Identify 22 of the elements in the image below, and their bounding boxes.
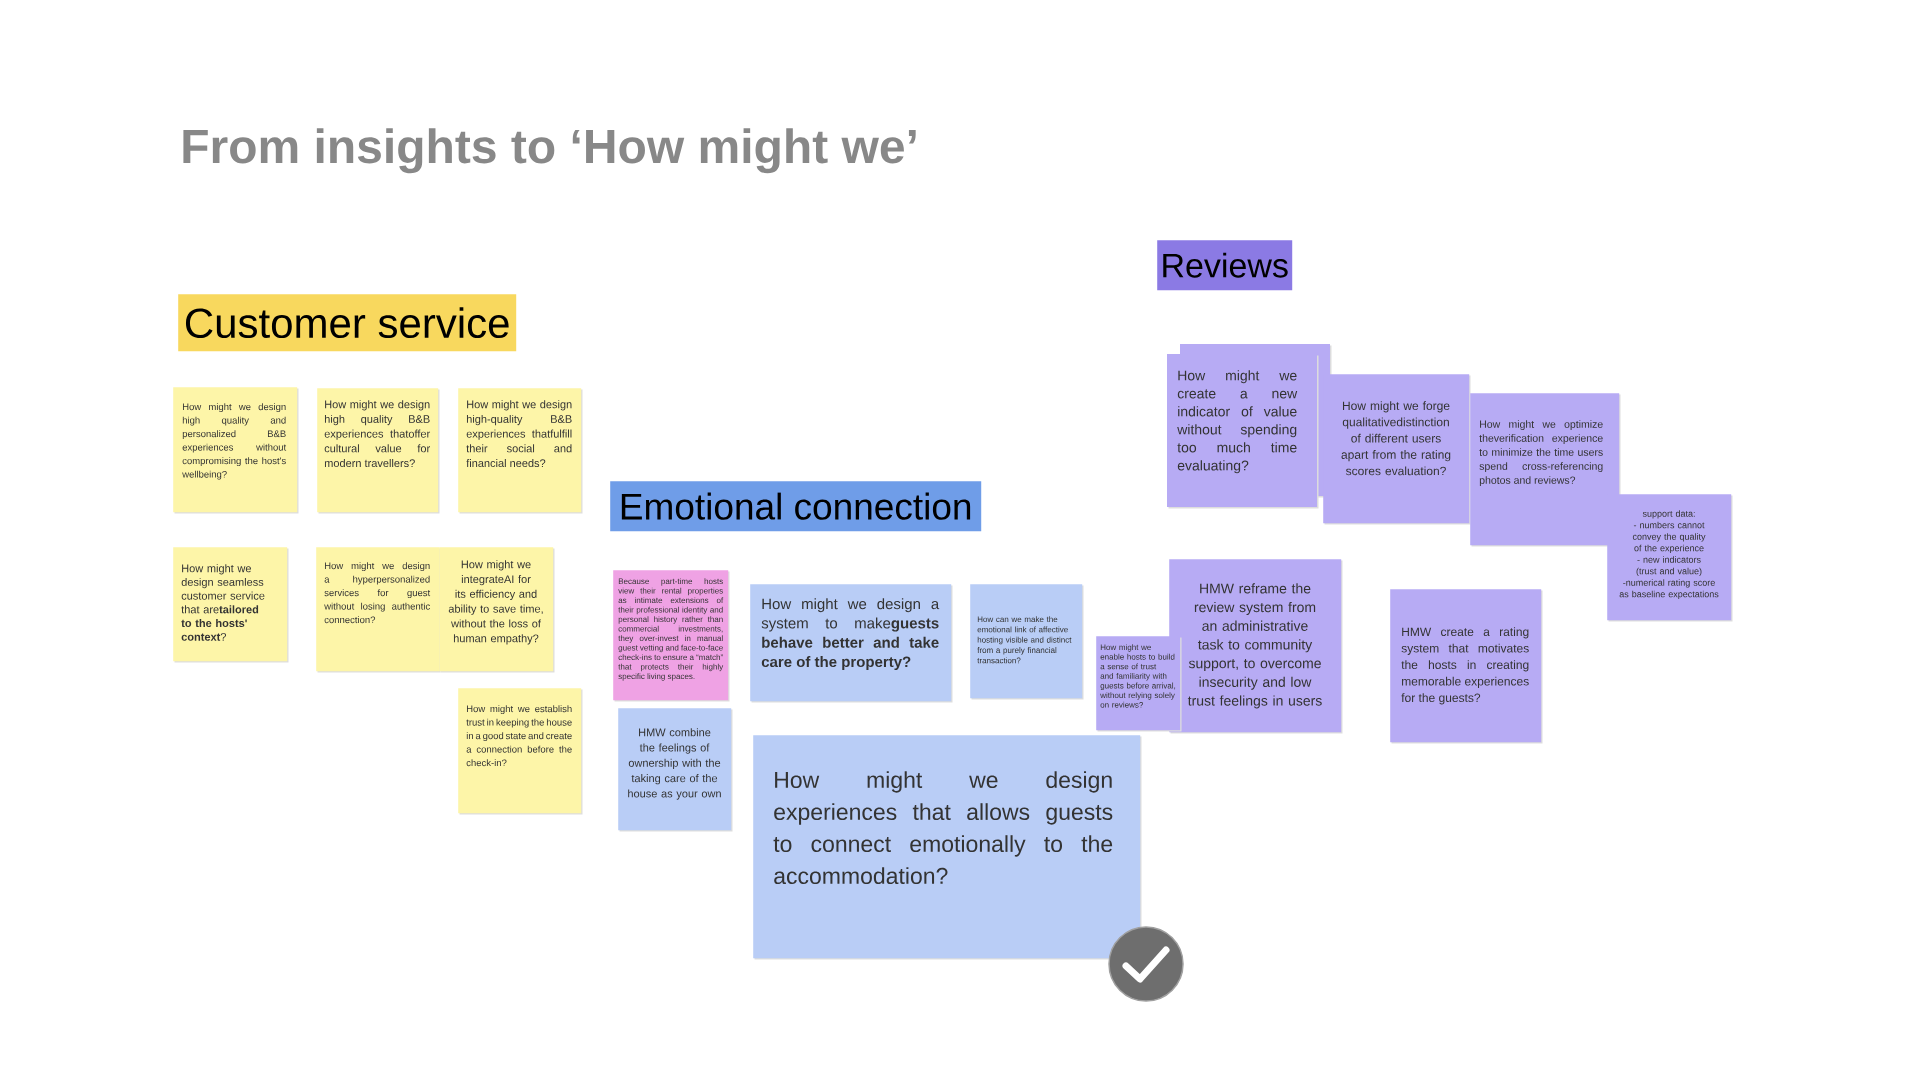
sticky-note: HMW combine the feelings of ownership with the taking care of the house as your own (618, 708, 733, 832)
sticky-note: Because part-time hosts view their rental properties as intimate extensions of their professional identity and personal history rather than commercial investments, they over-invest in manual guest vetting and face-to-face check-ins to ensure a “match” that protects their highly specific living spaces. (613, 570, 730, 702)
sticky-note: How might we enable hosts to build a sense of trust and familiarity with guests before arrival, without relying solely on reviews? (1096, 636, 1182, 732)
category-header: Customer service (178, 294, 517, 352)
sticky-note: How might we design experiences that allows guests to connect emotionally to the accommodation? (753, 735, 1142, 960)
title: From insights to ‘How might we’ (183, 128, 916, 174)
sticky-note: How might we design a hyperpersonalized services for guest without losing authentic connection? (316, 547, 441, 673)
sticky-note: How might we create a new indicator of value without spending too much time evaluating? (1167, 344, 1332, 509)
sticky-note: How might we design seamless customer service that aretailored to the hosts' context? (173, 547, 289, 663)
sticky-note: How might we design high quality and personalized B&B experiences without compromising the host's wellbeing? (173, 387, 299, 514)
category-header: Emotional connection (610, 481, 982, 532)
sticky-note: How might we design a system to makeguests behave better and take care of the property? (750, 584, 953, 703)
category-header: Reviews (1157, 240, 1293, 291)
sticky-note: How can we make the emotional link of affective hosting visible and distinct from a purely financial transaction? (970, 584, 1084, 700)
sticky-note: How might we optimize theverification experience to minimize the time users spend cross-referencing photos and reviews? (1470, 393, 1621, 547)
sticky-note: How might we design high quality B&B experiences thatoffer cultural value for modern travellers? (317, 388, 440, 514)
sticky-note: How might we design high-quality B&B experiences thatfulfill their social and financial needs? (458, 388, 583, 514)
sticky-note: How might we establish trust in keeping the house in a good state and create a connection before the check-in? (458, 688, 583, 815)
sticky-note: HMW create a rating system that motivates the hosts in creating memorable experiences for the guests? (1390, 589, 1543, 744)
sticky-note: support data: - numbers cannot convey the quality of the experience - new indicators (trust and value) -numerical rating score as baseline expectations (1607, 494, 1733, 622)
sticky-note: How might we integrateAI for its efficiency and ability to save time, without the loss of human empathy? (439, 547, 555, 673)
sticky-note: How might we forge qualitativedistinction of different users apart from the rating scores evaluation? (1323, 374, 1471, 525)
